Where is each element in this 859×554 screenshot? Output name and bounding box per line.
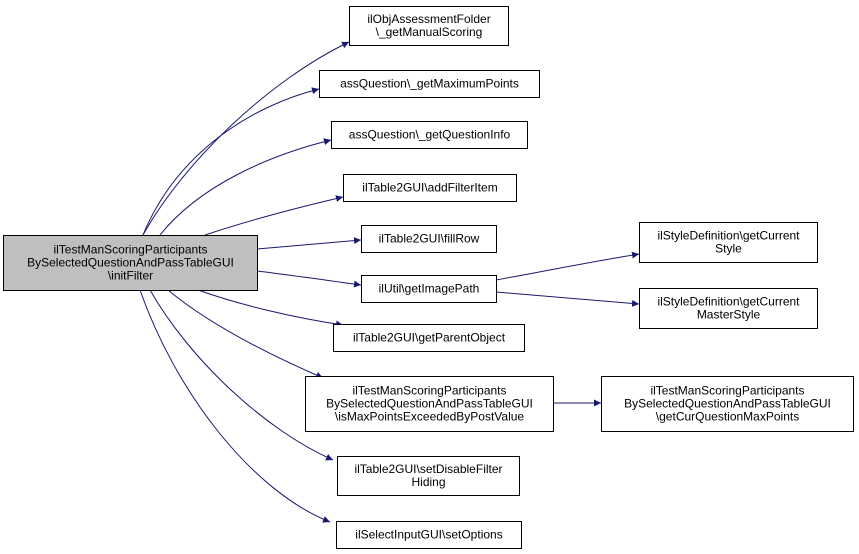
edge-root-to-addFilterItem bbox=[204, 195, 344, 236]
node-label-line: ilStyleDefinition\getCurrent bbox=[657, 295, 800, 309]
node-label-line: \getCurQuestionMaxPoints bbox=[656, 410, 799, 424]
node-label-line: \initFilter bbox=[108, 269, 153, 283]
node-label-line: ilTestManScoringParticipants bbox=[650, 384, 804, 398]
node-label-line: ilTestManScoringParticipants bbox=[53, 243, 207, 257]
node-label-line: BySelectedQuestionAndPassTableGUI bbox=[624, 397, 831, 411]
node-box bbox=[639, 222, 818, 263]
node-getMaximumPoints[interactable]: assQuestion\_getMaximumPoints bbox=[319, 70, 540, 98]
node-label-line: BySelectedQuestionAndPassTableGUI bbox=[27, 256, 234, 270]
node-label-line: ilSelectInputGUI\setOptions bbox=[355, 528, 502, 542]
node-box bbox=[361, 275, 497, 303]
edge-root-to-isMaxPointsExceeded bbox=[167, 289, 324, 379]
node-label-line: ilUtil\getImagePath bbox=[379, 282, 480, 296]
node-box bbox=[601, 376, 854, 432]
node-label-line: assQuestion\_getQuestionInfo bbox=[349, 128, 511, 142]
edge-getImagePath-to-getCurrentMasterStyle bbox=[495, 291, 640, 307]
node-label-line: ilObjAssessmentFolder bbox=[367, 12, 490, 26]
node-label-line: ilTable2GUI\fillRow bbox=[379, 232, 480, 246]
node-getQuestionInfo[interactable]: assQuestion\_getQuestionInfo bbox=[331, 121, 528, 149]
node-root[interactable]: ilTestManScoringParticipantsBySelectedQu… bbox=[3, 235, 258, 291]
node-label-line: Style bbox=[715, 242, 742, 256]
node-box bbox=[337, 456, 520, 496]
node-setOptions[interactable]: ilSelectInputGUI\setOptions bbox=[336, 521, 522, 549]
edge-getImagePath-to-getCurrentStyle bbox=[495, 251, 640, 281]
edge-root-to-fillRow bbox=[256, 237, 362, 250]
node-box bbox=[639, 288, 818, 329]
edge-root-to-getImagePath bbox=[256, 270, 362, 288]
node-addFilterItem[interactable]: ilTable2GUI\addFilterItem bbox=[343, 174, 517, 202]
node-label-line: ilTestManScoringParticipants bbox=[352, 384, 506, 398]
node-getImagePath[interactable]: ilUtil\getImagePath bbox=[361, 275, 497, 303]
node-box bbox=[361, 225, 497, 253]
node-box bbox=[336, 521, 522, 549]
node-label-line: ilTable2GUI\addFilterItem bbox=[362, 181, 497, 195]
node-fillRow[interactable]: ilTable2GUI\fillRow bbox=[361, 225, 497, 253]
node-label-line: \_getManualScoring bbox=[376, 25, 483, 39]
node-label-line: ilStyleDefinition\getCurrent bbox=[657, 229, 800, 243]
node-isMaxPointsExceeded[interactable]: ilTestManScoringParticipantsBySelectedQu… bbox=[305, 376, 554, 432]
node-getManualScoring[interactable]: ilObjAssessmentFolder\_getManualScoring bbox=[349, 6, 509, 46]
node-getCurQuestionMaxPoints[interactable]: ilTestManScoringParticipantsBySelectedQu… bbox=[601, 376, 854, 432]
node-box bbox=[331, 121, 528, 149]
node-box bbox=[319, 70, 540, 98]
edge-root-to-getParentObject bbox=[197, 289, 344, 328]
node-label-line: ilTable2GUI\getParentObject bbox=[353, 331, 506, 345]
node-box bbox=[349, 6, 509, 46]
node-label-line: BySelectedQuestionAndPassTableGUI bbox=[326, 397, 533, 411]
node-label-line: assQuestion\_getMaximumPoints bbox=[340, 77, 519, 91]
node-label-line: \isMaxPointsExceededByPostValue bbox=[335, 410, 525, 424]
node-box bbox=[3, 235, 258, 291]
edge-root-to-setDisableFilterHiding bbox=[149, 289, 334, 461]
edge-root-to-getQuestionInfo bbox=[159, 138, 332, 236]
edges bbox=[139, 41, 640, 523]
node-label-line: ilTable2GUI\setDisableFilter bbox=[354, 462, 502, 476]
edge-root-to-getManualScoring bbox=[142, 41, 350, 236]
node-box bbox=[333, 324, 525, 352]
node-label-line: MasterStyle bbox=[697, 308, 761, 322]
node-box bbox=[305, 376, 554, 432]
node-box bbox=[343, 174, 517, 202]
edge-root-to-getMaximumPoints bbox=[142, 87, 320, 236]
node-label-line: Hiding bbox=[411, 475, 445, 489]
node-getParentObject[interactable]: ilTable2GUI\getParentObject bbox=[333, 324, 525, 352]
nodes: ilTestManScoringParticipantsBySelectedQu… bbox=[3, 6, 854, 549]
edge-root-to-setOptions bbox=[139, 289, 331, 523]
